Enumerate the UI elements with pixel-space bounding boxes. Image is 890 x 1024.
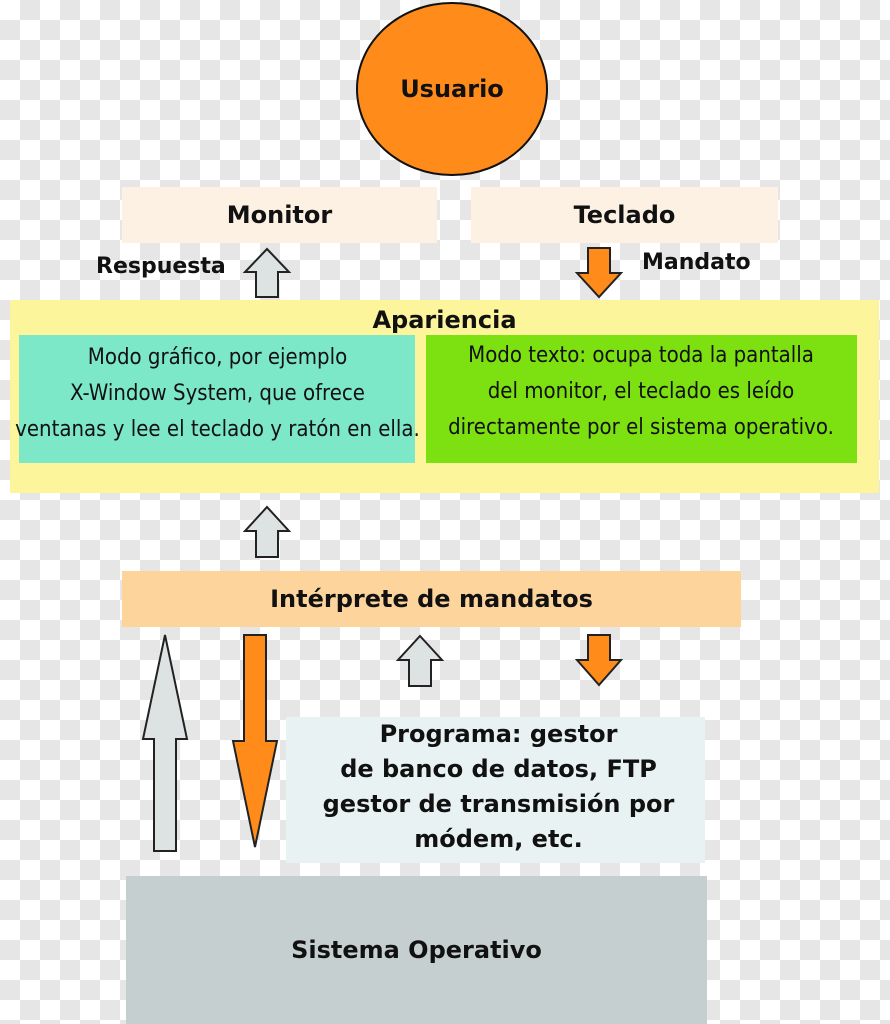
- keyboard-label: Teclado: [573, 201, 676, 229]
- up-arrow-icon: [242, 247, 292, 298]
- text-mode-text: Modo texto: ocupa toda la pantalla del m…: [448, 343, 834, 440]
- monitor-box: Monitor: [122, 187, 437, 243]
- command-label: Mandato: [642, 250, 751, 275]
- user-node-label: Usuario: [400, 75, 504, 103]
- up-arrow-icon: [395, 634, 445, 687]
- interpreter-label: Intérprete de mandatos: [270, 585, 593, 613]
- response-label: Respuesta: [96, 254, 226, 279]
- program-box: [286, 717, 705, 863]
- monitor-label: Monitor: [226, 201, 333, 229]
- down-arrow-icon: [574, 247, 624, 299]
- graphic-mode-text: Modo gráfico, por ejemplo X-Window Syste…: [15, 345, 420, 442]
- long-up-arrow-icon: [141, 634, 189, 852]
- appearance-title: Apariencia: [372, 306, 517, 334]
- program-label: Programa: gestor de banco de datos, FTP …: [322, 720, 675, 853]
- keyboard-box: Teclado: [471, 187, 778, 243]
- operating-system-box: Sistema Operativo: [126, 876, 707, 1024]
- user-node: Usuario: [356, 2, 548, 176]
- down-arrow-icon: [574, 634, 624, 687]
- operating-system-label: Sistema Operativo: [291, 936, 542, 964]
- up-arrow-icon: [242, 505, 292, 558]
- long-down-arrow-icon: [231, 634, 279, 848]
- text-mode-box: [426, 335, 857, 463]
- interpreter-box: Intérprete de mandatos: [122, 571, 741, 627]
- graphic-mode-box: [19, 335, 415, 463]
